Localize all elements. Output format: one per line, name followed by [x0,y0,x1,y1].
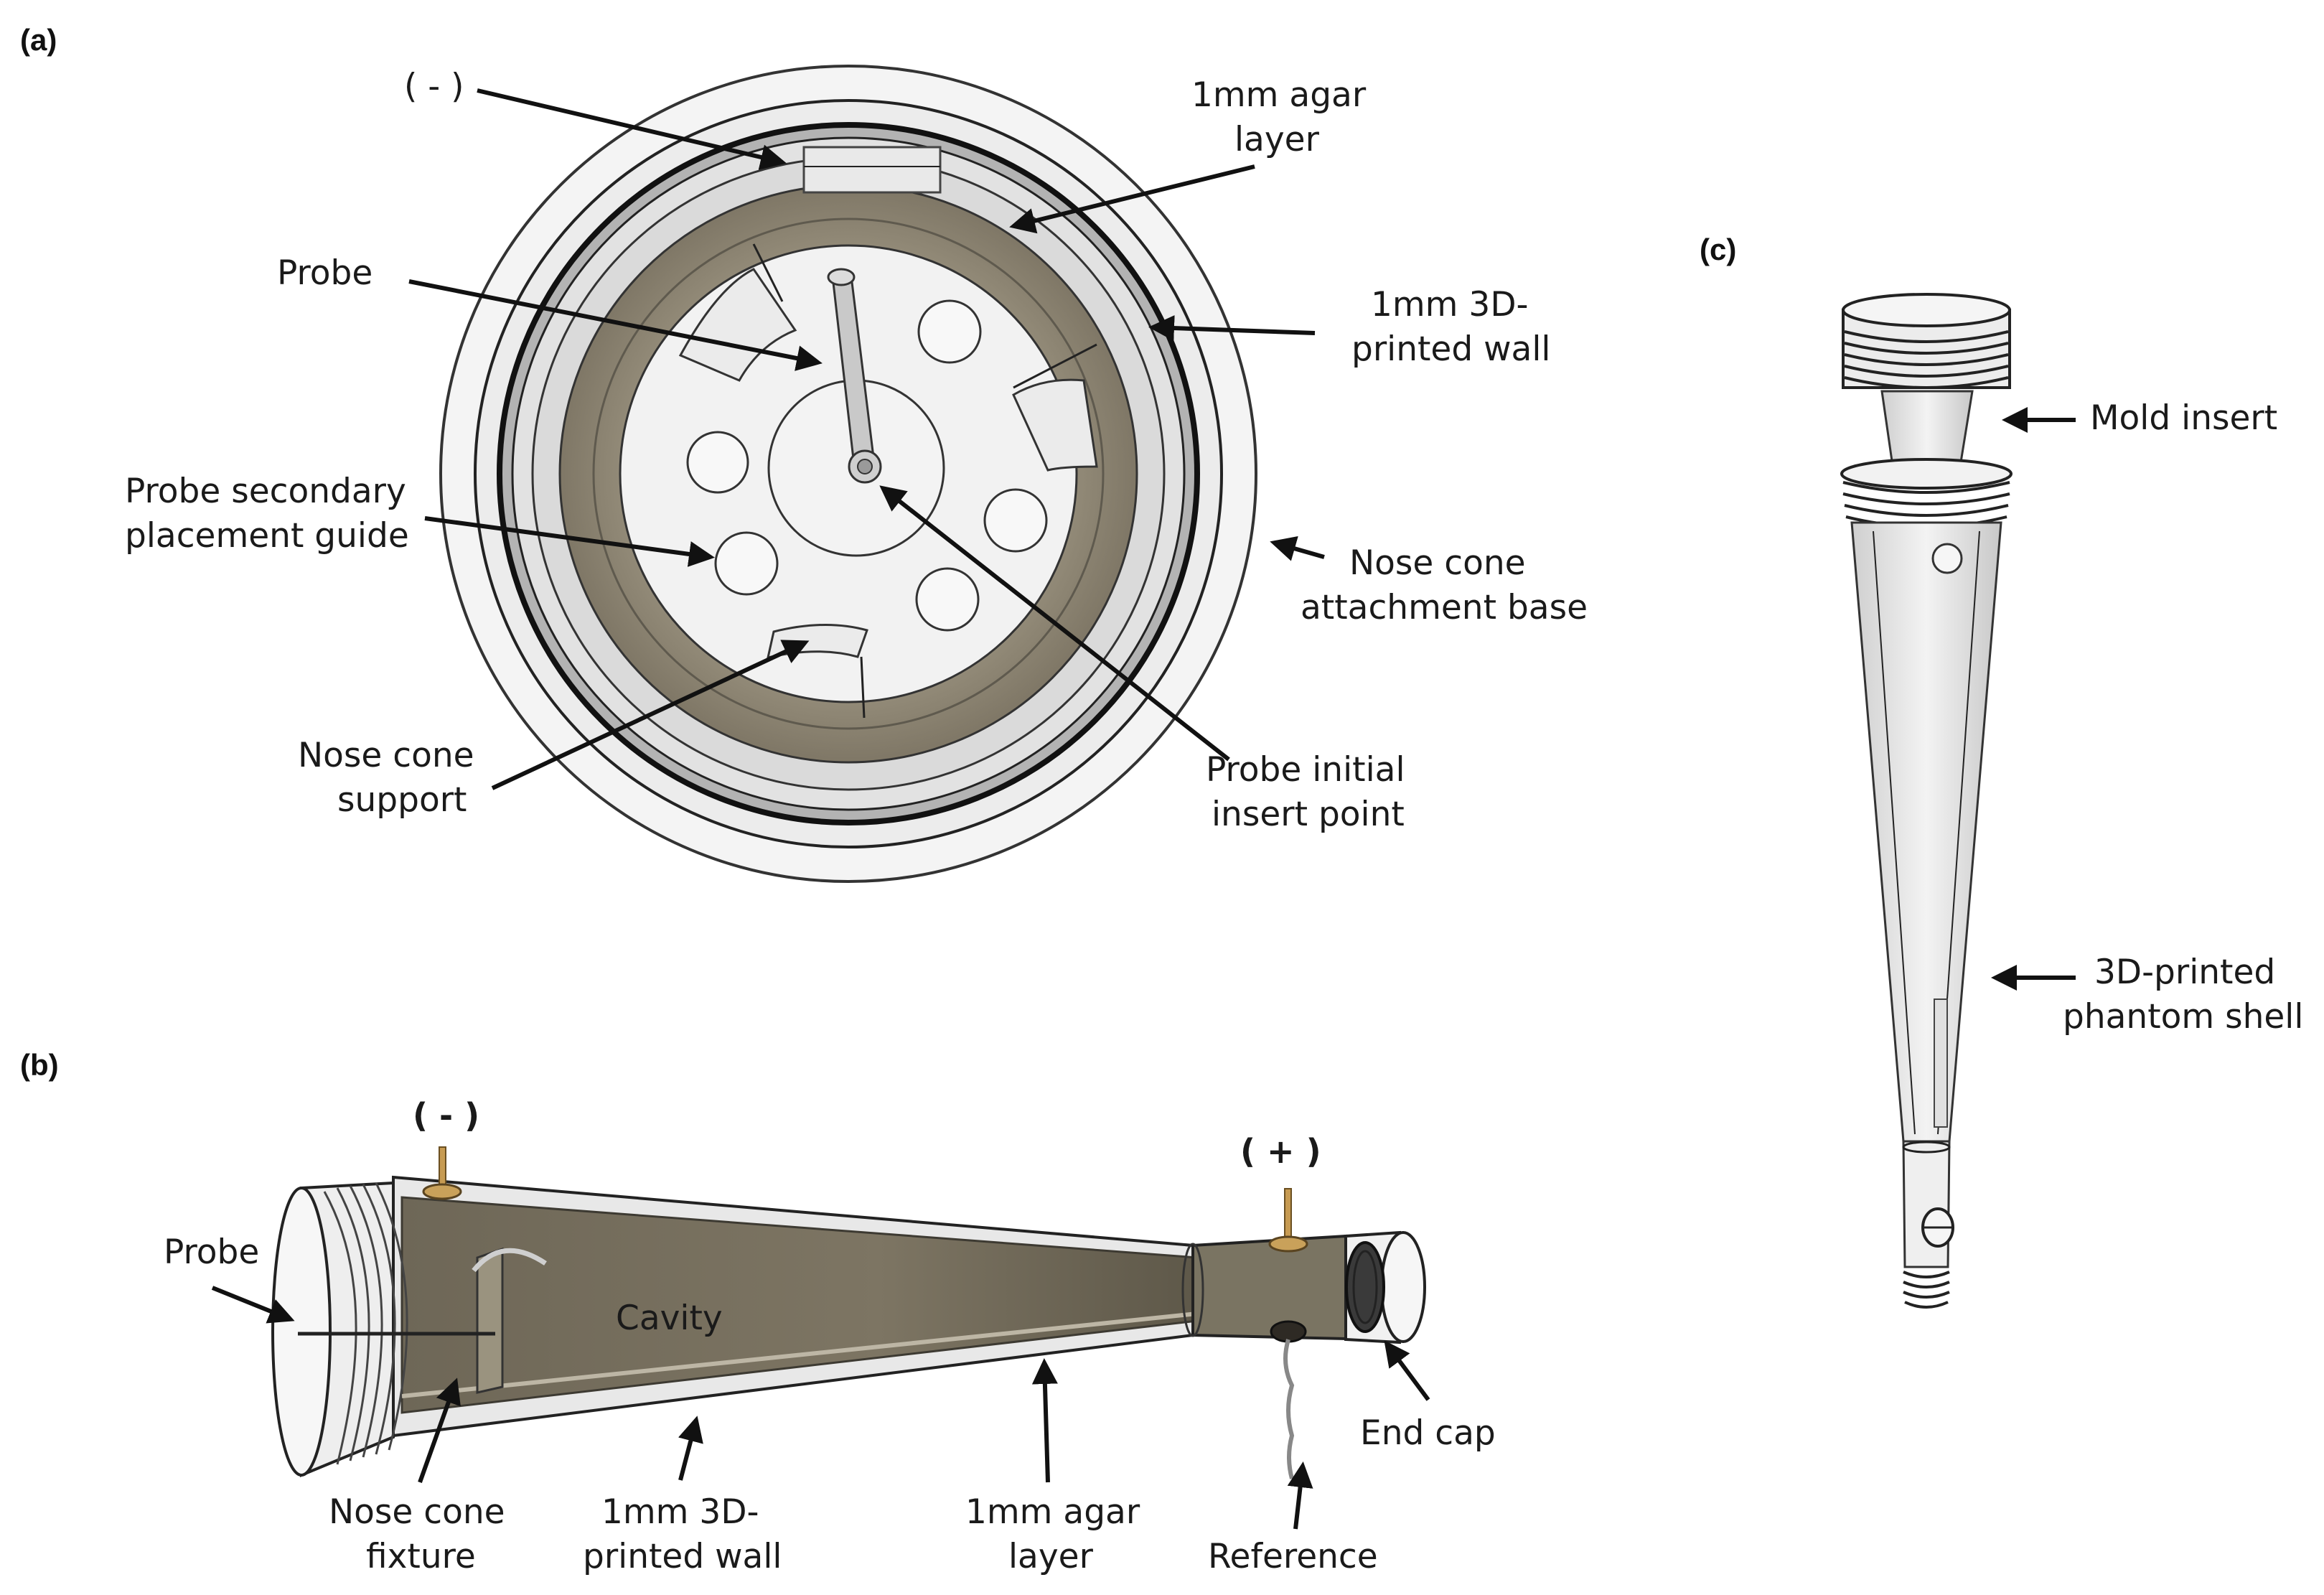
agar-inner-line [401,1311,1198,1398]
arrow-a-guide [424,516,715,567]
label-b-wall-line2: printed wall [583,1537,782,1576]
arrow-b-wall [678,1416,703,1481]
label-a-probe: Probe [277,253,373,293]
neck-ring [1181,1243,1204,1337]
shell-channel [1934,998,1948,1128]
shell-top-ring [1840,458,2013,490]
label-b-minus: ( - ) [413,1096,479,1135]
label-a-agar-line2: layer [1234,120,1320,159]
mold-assembly [1840,293,2013,1309]
label-a-wall-line2: printed wall [1351,329,1550,369]
arrow-b-reference [1287,1461,1313,1530]
agar-inner-edge [592,218,1105,730]
shell-port [1931,543,1963,574]
label-a-insert-line2: insert point [1212,795,1405,834]
guide-hole [983,488,1048,553]
shell-neck [1902,1140,1951,1268]
label-a-minus: ( - ) [404,67,464,106]
top-notch [802,146,942,194]
label-b-cavity: Cavity [616,1299,723,1338]
label-b-plus: ( + ) [1240,1132,1321,1171]
shell-inner-edge-left [1873,530,1916,1135]
mold-cap-top [1842,293,2011,327]
label-b-wall-line1: 1mm 3D- [601,1492,759,1532]
cone-support-right [1012,378,1098,472]
electrode-minus-pad [422,1183,462,1200]
end-cap-threads [1345,1241,1385,1333]
electrode-minus-pin [439,1146,446,1189]
reference-electrode [1270,1320,1307,1343]
label-a-insert-line1: Probe initial [1206,750,1405,790]
label-a-support-line2: support [337,780,467,820]
panel-c-letter: (c) [1700,233,1736,266]
nose-cone-top-view [439,65,1257,883]
guide-hole [915,567,980,632]
end-cap-thread-line [1352,1250,1378,1324]
arrow-b-agar [1031,1358,1058,1483]
neck [1191,1234,1347,1341]
panel-b: (b) [20,1048,1496,1576]
probe-holder [476,1247,504,1394]
cone-support-left [678,268,797,382]
label-b-endcap: End cap [1360,1413,1496,1453]
reference-wire [1283,1339,1295,1479]
probe-cable [472,1248,547,1273]
label-b-agar-line1: 1mm agar [965,1492,1140,1532]
label-a-guide-line2: placement guide [125,516,409,556]
cone-support-left-edge [752,243,784,302]
label-a-support-line1: Nose cone [298,736,474,775]
label-b-reference: Reference [1208,1537,1378,1576]
probe-tip [827,268,856,286]
arrow-b-endcap [1384,1340,1430,1401]
label-a-base-line1: Nose cone [1349,543,1526,583]
label-b-fixture-line1: Nose cone [329,1492,505,1532]
label-c-shell-line1: 3D-printed [2094,953,2275,992]
arrow-a-insert [879,485,1230,762]
guide-hole [714,531,779,596]
arrow-a-wall [1148,315,1316,342]
electrode-plus-pin [1284,1188,1292,1243]
phantom-shell-body [1850,521,2002,1143]
mold-cap-threads [1844,330,2009,389]
arrow-a-minus [477,88,787,170]
arrow-a-support [491,640,810,790]
fixture-face [271,1187,332,1477]
panel-c: (c) [1700,233,2303,1309]
label-c-shell-line2: phantom shell [2063,997,2303,1037]
label-c-mold-insert: Mold insert [2090,398,2277,438]
panel-b-letter: (b) [20,1048,59,1082]
label-a-base-line2: attachment base [1301,588,1588,627]
guide-hole [917,299,982,364]
arrow-b-fixture [418,1378,461,1484]
cone-support-bottom-edge [860,656,866,719]
fixture-threads [323,1182,408,1465]
label-a-agar-line1: 1mm agar [1191,75,1367,115]
probe-insert-core [857,459,873,474]
end-cap-face [1380,1231,1426,1343]
cone-support-right-edge [1013,343,1097,389]
shell-end-threads [1903,1271,1950,1309]
panel-a: (a) [20,23,1588,883]
arrow-b-probe [211,1286,295,1324]
label-a-wall-line1: 1mm 3D- [1371,285,1528,324]
label-b-probe: Probe [164,1232,259,1272]
guide-hole [686,431,749,494]
label-a-guide-line1: Probe secondary [125,472,406,511]
arrow-a-agar [1009,164,1255,234]
panel-a-letter: (a) [20,23,57,57]
shell-neck-ring [1902,1141,1951,1154]
label-b-fixture-line2: fixture [366,1537,476,1576]
arrow-a-probe [408,279,823,371]
label-b-agar-line2: layer [1008,1537,1094,1576]
electrode-plus-pad [1268,1235,1308,1253]
phantom-side-view [271,1146,1426,1479]
arrow-a-base [1270,535,1325,561]
